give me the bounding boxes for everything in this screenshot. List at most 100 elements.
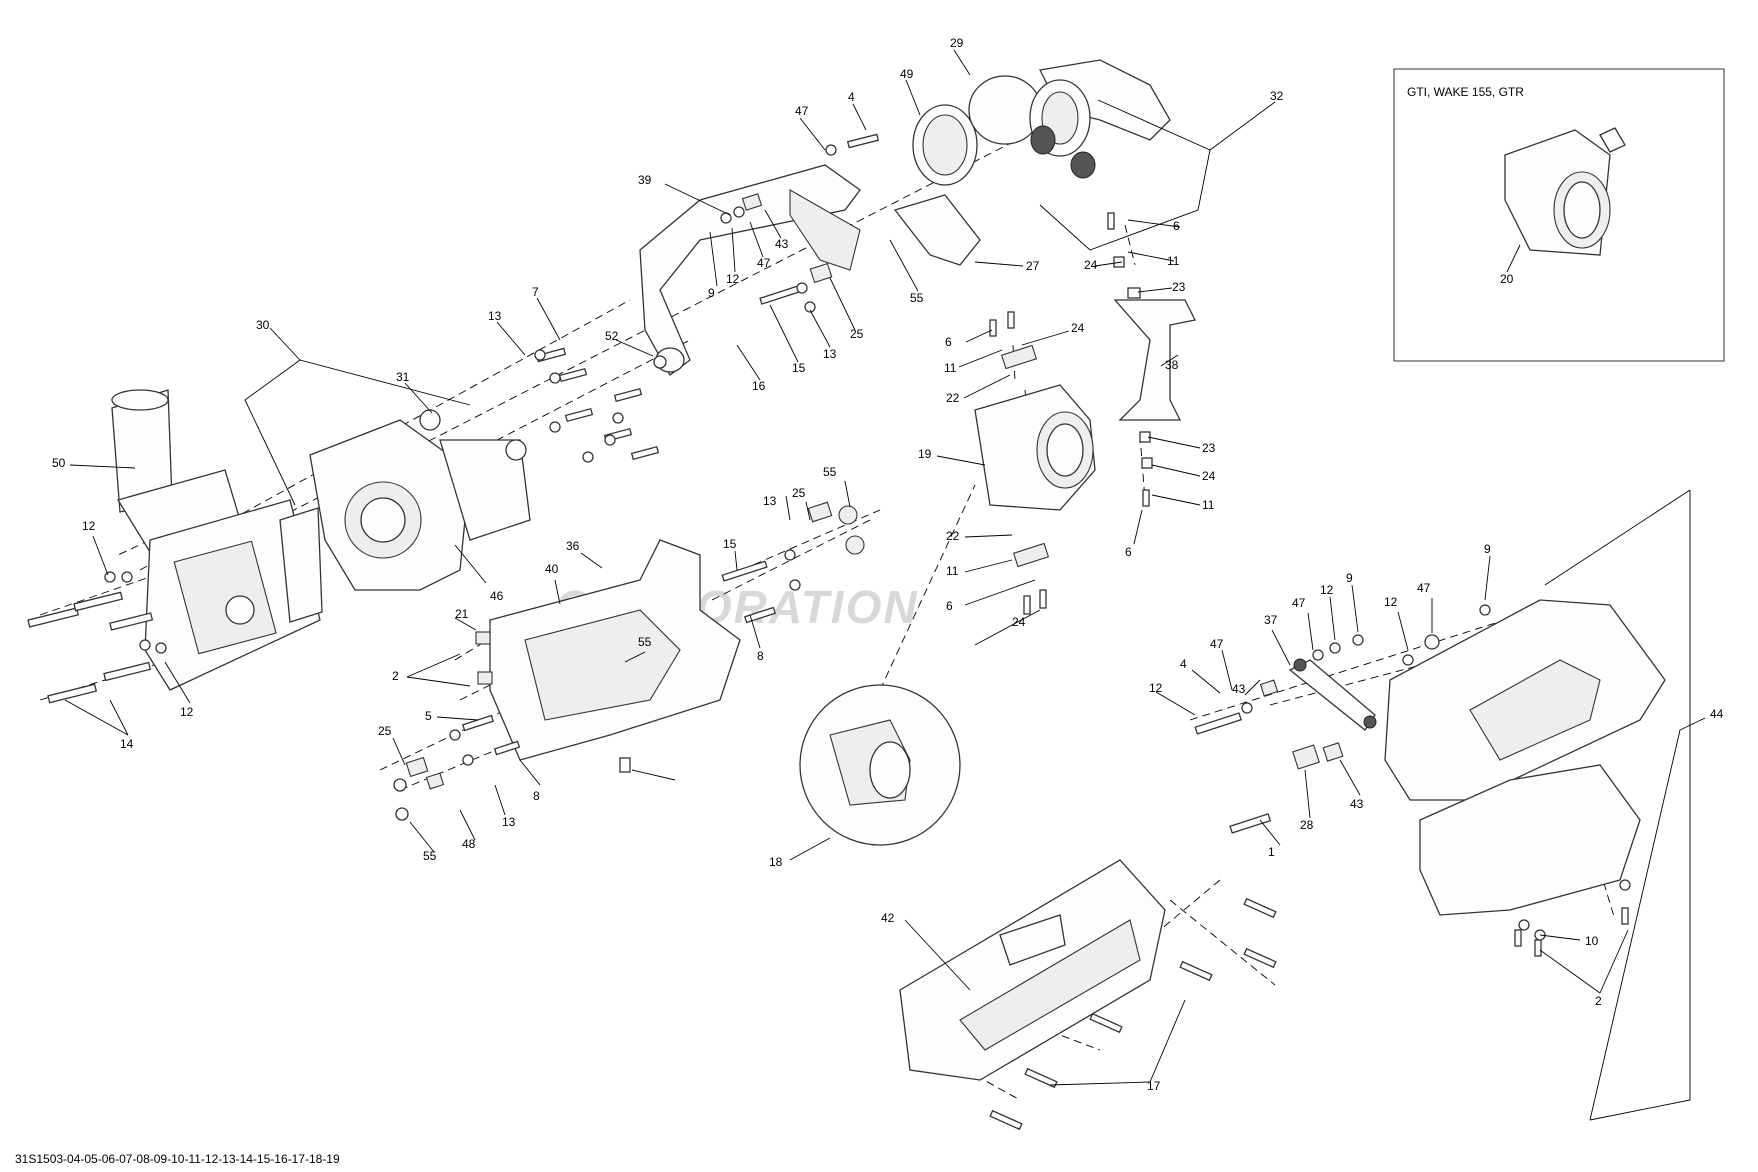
callout-15: 15 bbox=[792, 361, 806, 375]
callout-13: 13 bbox=[502, 815, 516, 829]
callout-13: 13 bbox=[763, 494, 777, 508]
callout-47: 47 bbox=[795, 104, 809, 118]
callout-6: 6 bbox=[1173, 219, 1180, 233]
part-frame-40 bbox=[489, 539, 741, 761]
callout-16: 16 bbox=[752, 379, 766, 393]
callout-6: 6 bbox=[945, 335, 952, 349]
callout-40: 40 bbox=[545, 562, 559, 576]
callout-12: 12 bbox=[726, 272, 740, 286]
callout-5: 5 bbox=[425, 709, 432, 723]
hardware-items bbox=[27, 133, 1631, 1131]
callout-24: 24 bbox=[1084, 258, 1098, 272]
callout-11: 11 bbox=[944, 361, 957, 375]
callout-8: 8 bbox=[533, 789, 540, 803]
callout-11: 11 bbox=[946, 564, 959, 578]
callout-43: 43 bbox=[1232, 682, 1246, 696]
callout-44: 44 bbox=[1710, 707, 1724, 721]
callout-4: 4 bbox=[1180, 657, 1187, 671]
callout-47: 47 bbox=[757, 256, 771, 270]
callout-11: 11 bbox=[1167, 254, 1180, 268]
callout-13: 13 bbox=[488, 309, 502, 323]
callout-2: 2 bbox=[392, 669, 399, 683]
callout-12: 12 bbox=[180, 705, 194, 719]
part-pump-cover-44 bbox=[1384, 599, 1666, 916]
callout-24: 24 bbox=[1012, 615, 1026, 629]
callout-32: 32 bbox=[1270, 89, 1284, 103]
part-bracket-38 bbox=[1113, 299, 1196, 421]
callout-14: 14 bbox=[120, 737, 134, 751]
callout-55: 55 bbox=[638, 635, 652, 649]
callout-55: 55 bbox=[423, 849, 437, 863]
callout-4: 4 bbox=[848, 90, 855, 104]
callout-21: 21 bbox=[455, 607, 469, 621]
callout-30: 30 bbox=[256, 318, 270, 332]
callout-12: 12 bbox=[1320, 583, 1334, 597]
callout-50: 50 bbox=[52, 456, 66, 470]
callout-47: 47 bbox=[1210, 637, 1224, 651]
callout-9: 9 bbox=[1484, 542, 1491, 556]
leader-lines bbox=[64, 49, 1706, 1121]
callout-9: 9 bbox=[1346, 571, 1353, 585]
callout-15: 15 bbox=[723, 537, 737, 551]
part-ring-assembly bbox=[912, 59, 1171, 186]
callout-17: 17 bbox=[1147, 1079, 1161, 1093]
callout-38: 38 bbox=[1165, 358, 1179, 372]
part-actuator-motor bbox=[111, 389, 323, 691]
callout-25: 25 bbox=[850, 327, 864, 341]
part-nozzle-20 bbox=[1504, 127, 1626, 256]
part-link-37 bbox=[1288, 658, 1377, 731]
part-housing-plate bbox=[309, 409, 531, 591]
callout-2: 2 bbox=[1595, 994, 1602, 1008]
callout-31: 31 bbox=[396, 370, 410, 384]
callout-52: 52 bbox=[605, 329, 619, 343]
callout-43: 43 bbox=[775, 237, 789, 251]
callout-27: 27 bbox=[1026, 259, 1040, 273]
callout-12: 12 bbox=[1384, 595, 1398, 609]
callout-1: 1 bbox=[1268, 845, 1275, 859]
callout-6: 6 bbox=[946, 599, 953, 613]
drawing-code: 31S1503-04-05-06-07-08-09-10-11-12-13-14… bbox=[15, 1152, 340, 1166]
callout-9: 9 bbox=[708, 286, 715, 300]
callout-19: 19 bbox=[918, 447, 932, 461]
callout-12: 12 bbox=[82, 519, 96, 533]
inset-frame bbox=[1393, 68, 1725, 362]
callout-43: 43 bbox=[1350, 797, 1364, 811]
callout-47: 47 bbox=[1417, 581, 1431, 595]
callout-12: 12 bbox=[1149, 681, 1163, 695]
callout-24: 24 bbox=[1202, 469, 1216, 483]
callout-25: 25 bbox=[378, 724, 392, 738]
callout-28: 28 bbox=[1300, 818, 1314, 832]
callout-46: 46 bbox=[490, 589, 504, 603]
callout-18: 18 bbox=[769, 855, 783, 869]
part-deflector-42 bbox=[899, 859, 1166, 1081]
callout-10: 10 bbox=[1585, 934, 1599, 948]
callout-55: 55 bbox=[823, 465, 837, 479]
callout-24: 24 bbox=[1071, 321, 1085, 335]
part-lever-27 bbox=[893, 194, 981, 266]
callout-37: 37 bbox=[1264, 613, 1278, 627]
callout-20: 20 bbox=[1500, 272, 1514, 286]
callout-6: 6 bbox=[1125, 545, 1132, 559]
callout-49: 49 bbox=[900, 67, 914, 81]
callout-7: 7 bbox=[532, 285, 539, 299]
part-elbow-19 bbox=[974, 384, 1096, 511]
callout-25: 25 bbox=[792, 486, 806, 500]
callout-13: 13 bbox=[823, 347, 837, 361]
callout-39: 39 bbox=[638, 173, 652, 187]
part-detail-18 bbox=[799, 684, 961, 846]
callout-36: 36 bbox=[566, 539, 580, 553]
callout-23: 23 bbox=[1172, 280, 1186, 294]
callout-48: 48 bbox=[462, 837, 476, 851]
callout-8: 8 bbox=[757, 649, 764, 663]
callout-29: 29 bbox=[950, 36, 964, 50]
inset-label: GTI, WAKE 155, GTR bbox=[1407, 85, 1524, 99]
callout-47: 47 bbox=[1292, 596, 1306, 610]
callout-11: 11 bbox=[1202, 498, 1215, 512]
callout-22: 22 bbox=[946, 391, 960, 405]
callout-23: 23 bbox=[1202, 441, 1216, 455]
callout-42: 42 bbox=[881, 911, 895, 925]
callout-22: 22 bbox=[946, 529, 960, 543]
